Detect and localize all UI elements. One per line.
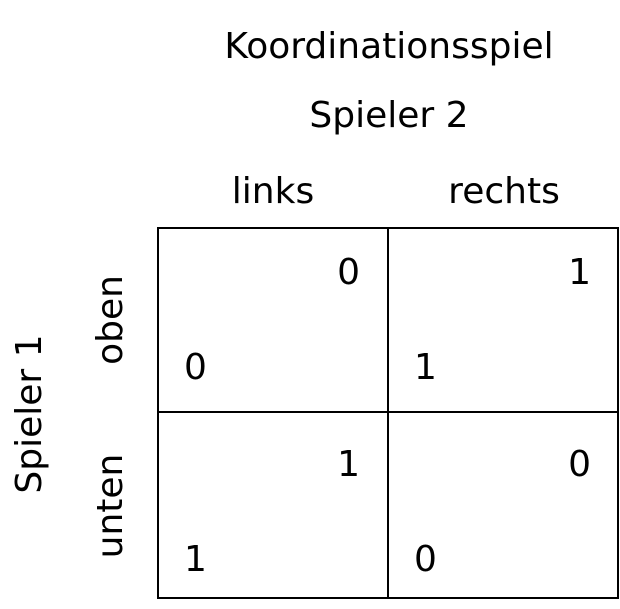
cell-unten-links-payoff-player1: 1 xyxy=(184,539,207,580)
cell-oben-rechts-payoff-player1: 1 xyxy=(414,347,437,388)
player-2-label: Spieler 2 xyxy=(309,95,469,136)
cell-oben-links-payoff-player1: 0 xyxy=(184,347,207,388)
cell-unten-links-payoff-player2: 1 xyxy=(337,444,360,485)
matrix-column-divider xyxy=(387,227,389,599)
row-label-top: oben xyxy=(90,275,131,365)
column-label-right: rechts xyxy=(448,171,560,212)
cell-unten-rechts-payoff-player2: 0 xyxy=(568,444,591,485)
row-label-bottom: unten xyxy=(90,453,131,559)
player-1-label: Spieler 1 xyxy=(9,334,50,494)
game-title: Koordinationsspiel xyxy=(224,26,554,67)
cell-unten-rechts-payoff-player1: 0 xyxy=(414,539,437,580)
cell-oben-links-payoff-player2: 0 xyxy=(337,252,360,293)
cell-oben-rechts-payoff-player2: 1 xyxy=(568,252,591,293)
column-label-left: links xyxy=(231,171,315,212)
